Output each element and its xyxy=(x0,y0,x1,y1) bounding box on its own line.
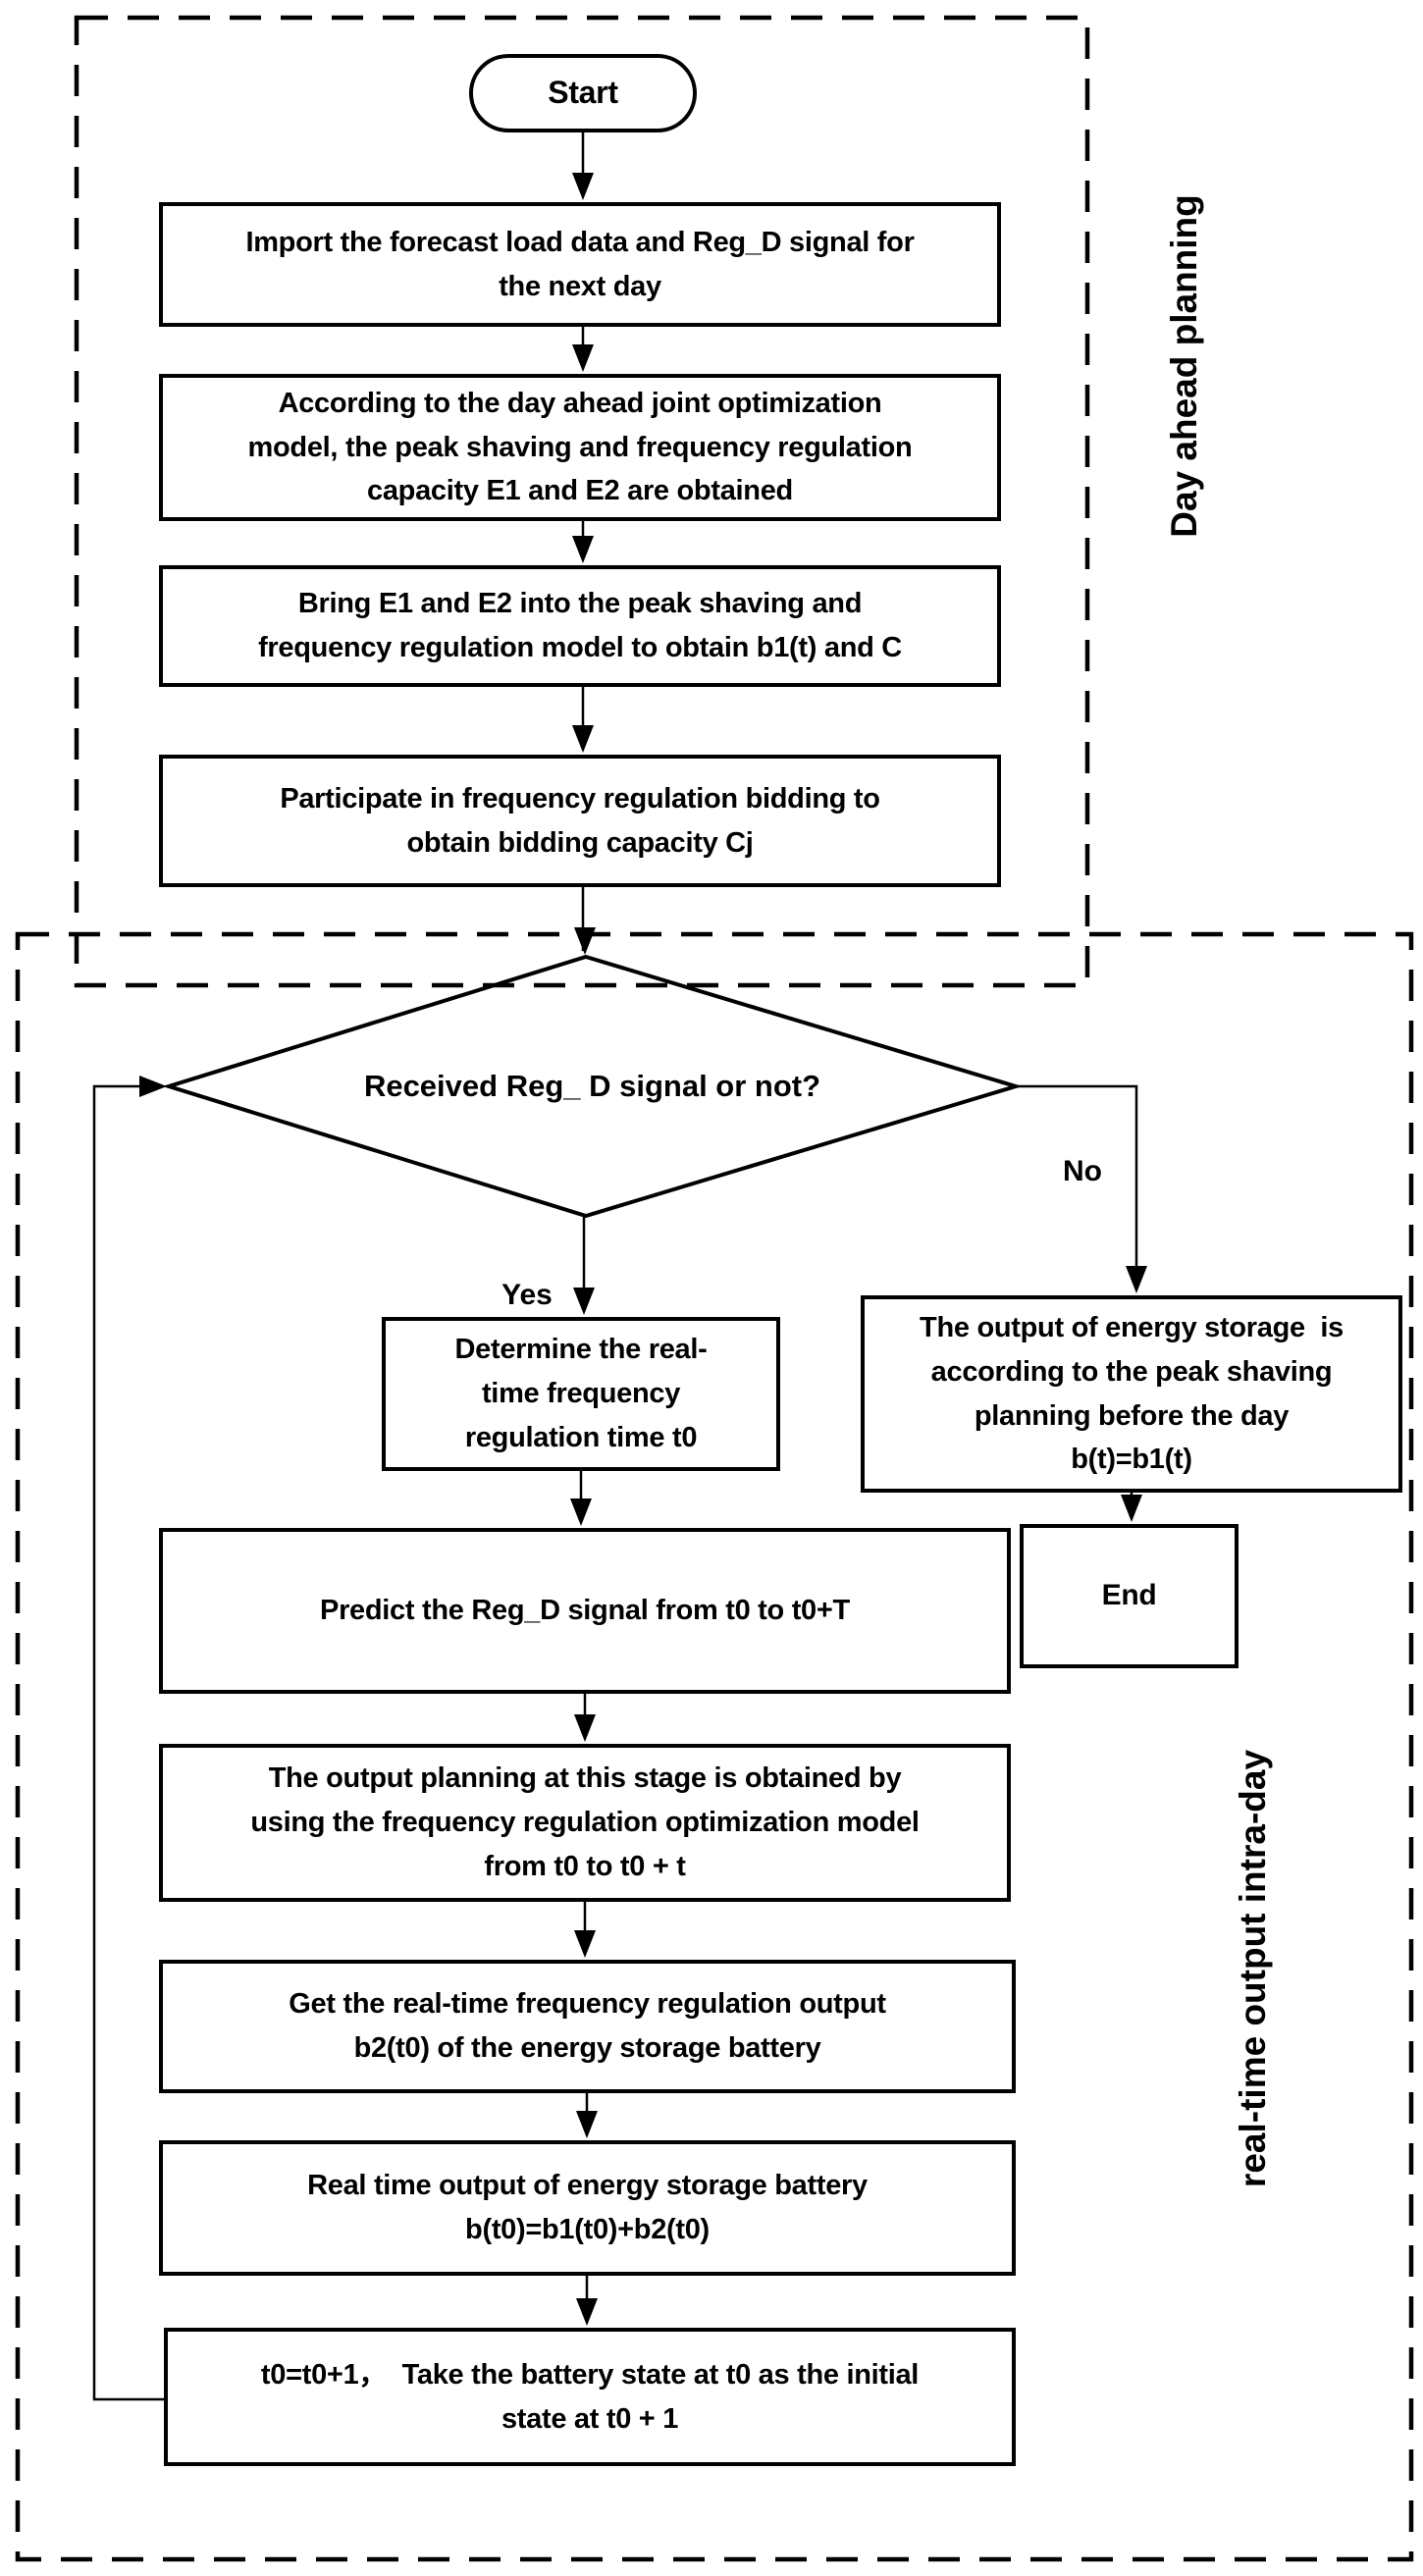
node-output-planning: The output planning at this stage is obt… xyxy=(159,1744,1011,1902)
arrowhead-down-icon xyxy=(572,173,594,200)
arrowhead-right-icon xyxy=(139,1076,167,1097)
node-decision-label: Received Reg_ D signal or not? xyxy=(363,1069,821,1103)
arrowhead-down-icon xyxy=(572,344,594,372)
real-time-region-label: real-time output intra-day xyxy=(1233,1749,1273,2188)
arrowhead-down-icon xyxy=(572,536,594,563)
node-battery-output: Real time output of energy storage batte… xyxy=(159,2140,1016,2276)
edge-loop-back xyxy=(92,1084,164,2401)
decision-diamond-shape xyxy=(162,954,1023,1219)
node-no-branch-output: The output of energy storage is accordin… xyxy=(861,1295,1402,1493)
day-ahead-region-label: Day ahead planning xyxy=(1164,194,1204,538)
arrowhead-down-icon xyxy=(576,2111,598,2138)
edge-label-yes: Yes xyxy=(501,1279,553,1311)
node-import-data: Import the forecast load data and Reg_D … xyxy=(159,202,1001,327)
node-bring-model: Bring E1 and E2 into the peak shaving an… xyxy=(159,565,1001,687)
edge-label-no: No xyxy=(1063,1155,1102,1187)
real-time-region-border xyxy=(15,931,1414,2562)
arrowhead-down-icon xyxy=(1121,1495,1142,1522)
arrowhead-down-icon xyxy=(574,1930,596,1958)
node-start: Start xyxy=(469,54,697,132)
node-determine-t0: Determine the real- time frequency regul… xyxy=(382,1317,780,1471)
node-get-output: Get the real-time frequency regulation o… xyxy=(159,1960,1016,2093)
arrowhead-down-icon xyxy=(574,927,596,955)
node-end: End xyxy=(1020,1524,1239,1668)
node-predict: Predict the Reg_D signal from t0 to t0+T xyxy=(159,1528,1011,1694)
node-t0-update: t0=t0+1， Take the battery state at t0 as… xyxy=(164,2328,1016,2466)
arrowhead-down-icon xyxy=(1126,1266,1147,1293)
arrowhead-down-icon xyxy=(573,1288,595,1315)
edge-decision-no xyxy=(1016,1084,1138,1289)
node-bidding: Participate in frequency regulation bidd… xyxy=(159,755,1001,887)
arrowhead-down-icon xyxy=(570,1498,592,1526)
arrowhead-down-icon xyxy=(574,1714,596,1742)
node-day-ahead-model: According to the day ahead joint optimiz… xyxy=(159,374,1001,521)
arrowhead-down-icon xyxy=(572,725,594,753)
arrowhead-down-icon xyxy=(576,2298,598,2326)
day-ahead-region-border xyxy=(74,15,1090,988)
